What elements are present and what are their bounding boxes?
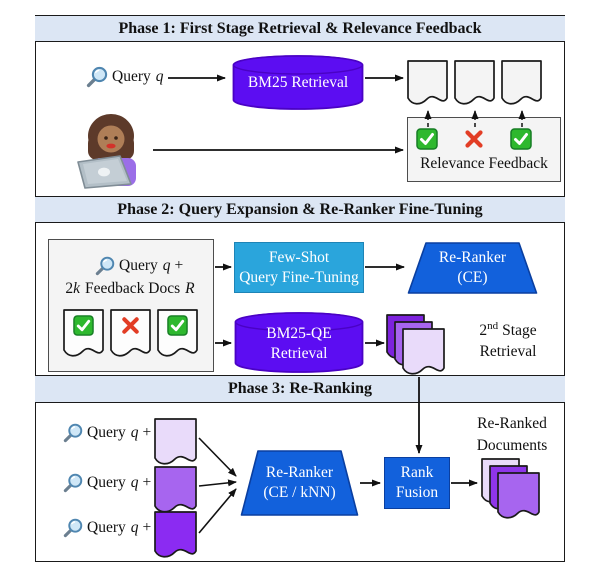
cross-icon [122, 317, 139, 334]
document-icon [454, 60, 495, 105]
document-icon [407, 60, 448, 105]
person-at-laptop-icon [77, 114, 136, 189]
document-icon [154, 466, 197, 513]
output-label-line1: Re-Ranked [477, 415, 547, 432]
check-icon [73, 315, 94, 336]
magnifier-icon [63, 423, 83, 443]
check-icon [167, 315, 188, 336]
second-stage-label-line2: Retrieval [479, 343, 537, 360]
check-icon [510, 128, 532, 150]
relevance-feedback-label: Relevance Feedback [420, 155, 548, 172]
phase2-title: Phase 2: Query Expansion & Re-Ranker Fin… [117, 200, 483, 218]
magnifier-icon [63, 518, 83, 538]
bm25-retrieval-label: BM25 Retrieval [247, 74, 349, 91]
magnifier-icon [86, 66, 108, 88]
reranker-ce-trapezoid [407, 242, 538, 294]
reranker-knn-label: Re-Ranker (CE / kNN) [263, 464, 336, 501]
document-icon [154, 418, 197, 465]
magnifier-icon [63, 473, 83, 493]
output-label-line2: Documents [476, 437, 548, 454]
document-icon [497, 472, 540, 519]
phase3-header: Phase 3: Re-Ranking [35, 375, 565, 403]
few-shot-fine-tuning-box: Few-Shot Query Fine-Tuning [234, 242, 364, 293]
document-icon [501, 60, 542, 105]
rank-fusion-box: Rank Fusion [384, 457, 450, 509]
phase3-title: Phase 3: Re-Ranking [227, 380, 372, 397]
reranker-ce-label: Re-Ranker (CE) [438, 249, 507, 286]
check-icon [416, 128, 438, 150]
bm25-retrieval-cylinder [232, 55, 364, 110]
bm25-qe-label: BM25-QE Retrieval [266, 325, 332, 362]
document-icon [110, 309, 151, 357]
phase2-header: Phase 2: Query Expansion & Re-Ranker Fin… [35, 196, 565, 223]
phase1-title: Phase 1: First Stage Retrieval & Relevan… [118, 19, 482, 37]
phase1-header: Phase 1: First Stage Retrieval & Relevan… [35, 15, 565, 42]
relevance-feedback-box [407, 117, 561, 182]
bm25-qe-cylinder [234, 312, 364, 373]
magnifier-icon [95, 256, 115, 276]
reranker-knn-trapezoid [240, 450, 359, 516]
document-icon [402, 328, 445, 375]
cross-icon [465, 130, 483, 148]
document-icon [154, 511, 197, 558]
